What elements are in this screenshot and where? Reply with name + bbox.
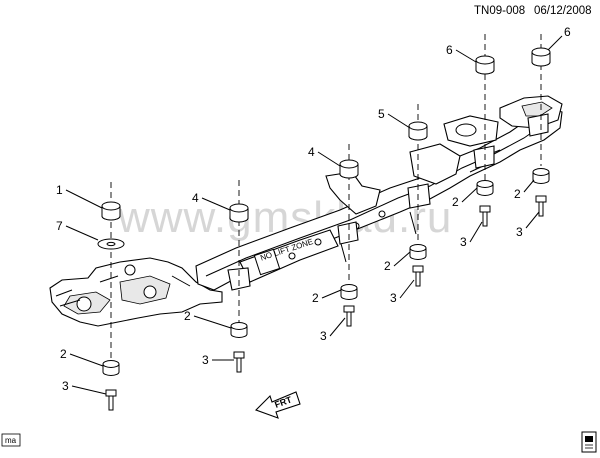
bolt xyxy=(105,389,117,411)
mount-stack-5 xyxy=(475,34,495,227)
callout-label: 3 xyxy=(320,329,327,343)
callout-label: 3 xyxy=(516,225,523,239)
callout-label: 6 xyxy=(446,43,453,57)
callouts: 1 7 2 3 4 2 3 4 2 3 5 2 3 6 2 3 xyxy=(56,25,571,395)
mount-stack-1 xyxy=(97,182,125,411)
front-direction-arrow: FRT xyxy=(255,391,301,419)
mount-stack-6 xyxy=(531,34,551,217)
footer-badge-label: ma xyxy=(5,436,17,445)
callout-label: 4 xyxy=(308,145,315,159)
body-mount-cushion-lower xyxy=(102,360,120,376)
callout-label: 6 xyxy=(564,25,571,39)
callout-label: 2 xyxy=(514,187,521,201)
footer-badge: ma xyxy=(1,433,21,447)
callout-label: 3 xyxy=(390,291,397,305)
callout-label: 3 xyxy=(62,379,69,393)
body-mount-cushion-upper xyxy=(101,201,121,221)
mount-stack-2 xyxy=(229,180,249,373)
callout-label: 4 xyxy=(192,191,199,205)
callout-label: 2 xyxy=(384,259,391,273)
callout-label: 2 xyxy=(184,309,191,323)
callout-label: 2 xyxy=(452,195,459,209)
frame-rail: NO LIFT ZONE xyxy=(49,95,563,327)
page-icon xyxy=(581,431,597,453)
callout-label: 5 xyxy=(378,107,385,121)
callout-label: 1 xyxy=(56,183,63,197)
mount-stack-3 xyxy=(339,144,359,327)
diagram-code: TN09-008 xyxy=(474,5,525,17)
mount-stack-4 xyxy=(408,104,428,287)
callout-label: 2 xyxy=(60,347,67,361)
callout-label: 3 xyxy=(460,235,467,249)
callout-label: 7 xyxy=(56,219,63,233)
callout-label: 3 xyxy=(202,353,209,367)
callout-label: 2 xyxy=(312,291,319,305)
diagram-date: 06/12/2008 xyxy=(534,5,592,17)
